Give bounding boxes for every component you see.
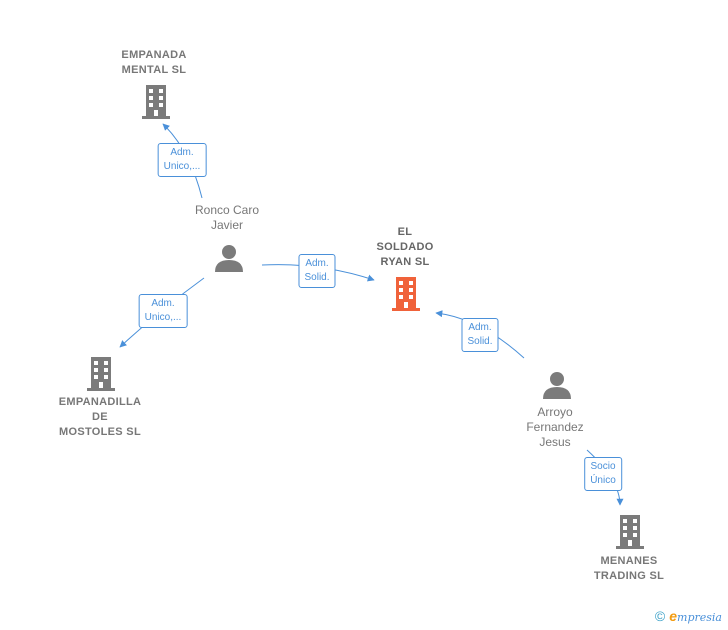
company-label-empanada-mental[interactable]: EMPANADA MENTAL SL [121, 49, 187, 76]
building-icon[interactable] [140, 84, 172, 120]
person-icon[interactable] [213, 243, 245, 273]
building-icon[interactable] [390, 276, 422, 312]
edge-label-ronco-empanadilla[interactable]: Adm. Unico,... [138, 294, 188, 328]
person-label-ronco-caro[interactable]: Ronco Caro Javier [194, 203, 260, 232]
building-icon[interactable] [85, 356, 117, 392]
edge-label-ronco-empanada[interactable]: Adm. Unico,... [157, 143, 207, 177]
company-label-empanadilla[interactable]: EMPANADILLA DE MOSTOLES SL [58, 396, 142, 438]
building-icon[interactable] [614, 514, 646, 550]
person-label-arroyo[interactable]: Arroyo Fernandez Jesus [526, 405, 584, 449]
company-label-menanes[interactable]: MENANES TRADING SL [593, 555, 665, 582]
edge-label-arroyo-soldado[interactable]: Adm. Solid. [461, 318, 499, 352]
footer-brand: © empresia [655, 608, 722, 624]
edge-label-ronco-soldado[interactable]: Adm. Solid. [298, 254, 336, 288]
copyright-symbol: © [654, 608, 666, 624]
company-label-el-soldado[interactable]: EL SOLDADO RYAN SL [376, 226, 434, 268]
person-icon[interactable] [541, 370, 573, 400]
empresia-logo[interactable]: empresia [669, 608, 722, 624]
edge-label-arroyo-menanes[interactable]: Socio Único [584, 457, 622, 491]
